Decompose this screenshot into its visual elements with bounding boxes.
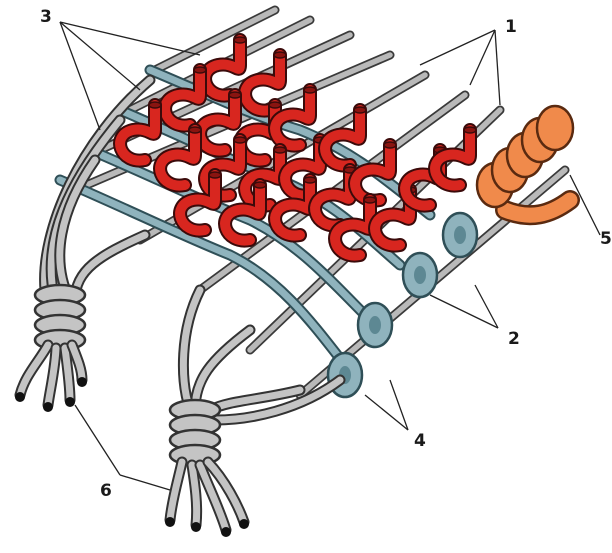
label-2: 2 — [508, 329, 520, 349]
fringe-ends — [15, 345, 87, 412]
label-3: 3 — [40, 7, 52, 27]
label-4: 4 — [414, 431, 426, 451]
loop-ring — [443, 213, 477, 257]
loop-ring — [358, 303, 392, 347]
label-6: 6 — [100, 481, 112, 501]
fringe-ends — [165, 462, 249, 537]
pile-knot — [435, 127, 476, 186]
pile-knot — [355, 142, 396, 201]
coil-turn — [537, 106, 573, 150]
knot-left — [15, 285, 87, 412]
loop-ring — [403, 253, 437, 297]
label-5: 5 — [600, 229, 612, 249]
label-1: 1 — [505, 17, 517, 37]
